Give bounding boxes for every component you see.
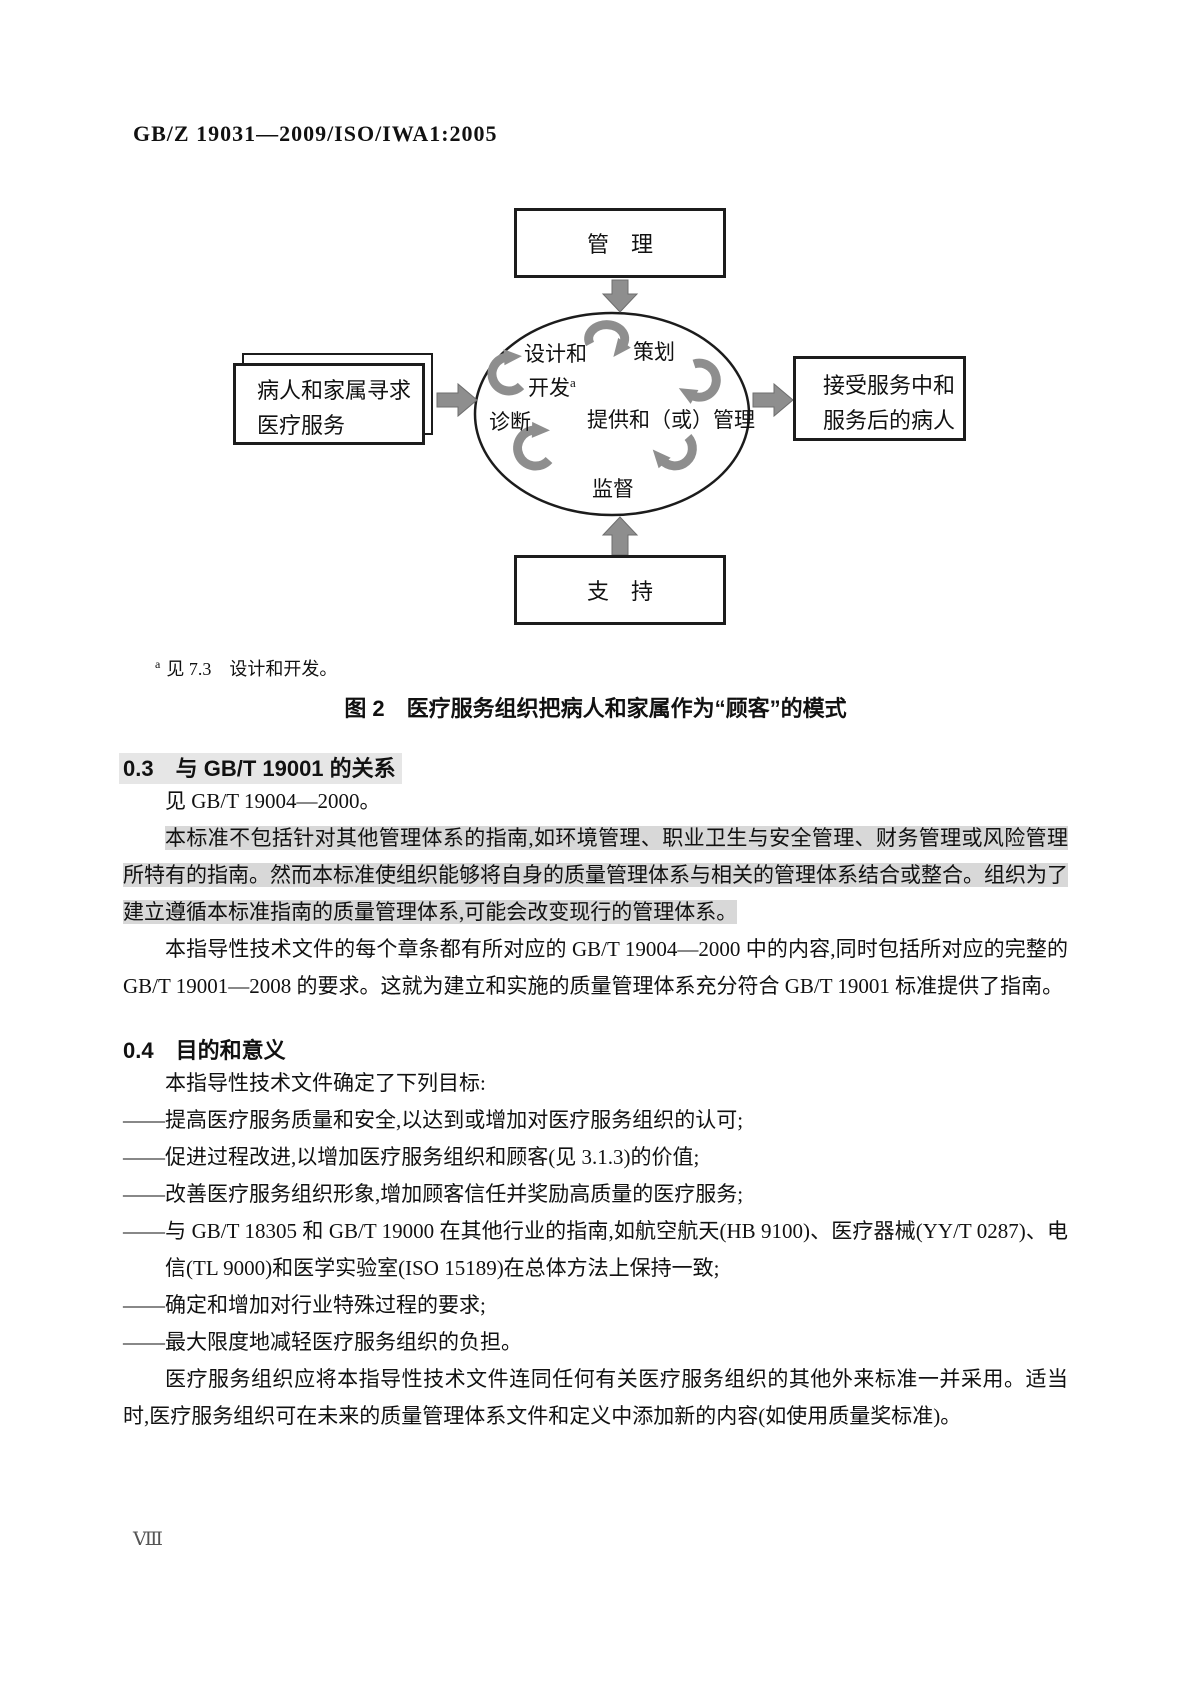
footnote-text: 见 7.3 设计和开发。 bbox=[166, 659, 338, 679]
process-ellipse bbox=[473, 311, 751, 517]
ellipse-label-diagnosis: 诊断 bbox=[489, 410, 531, 434]
patients-seeking-line2: 医疗服务 bbox=[257, 413, 346, 438]
arrow-right-patients-in-icon bbox=[436, 382, 478, 418]
ellipse-label-development: 开发a bbox=[528, 375, 576, 400]
section-0-3-paragraph-1: 见 GB/T 19004—2000。 bbox=[165, 789, 381, 813]
page-number: Ⅷ bbox=[133, 1529, 163, 1550]
cycle-arrow-top-icon bbox=[584, 320, 631, 358]
section-0-3-paragraph-3: 本指导性技术文件的每个章条都有所对应的 GB/T 19004—2000 中的内容… bbox=[123, 937, 1068, 998]
footnote-marker: a bbox=[155, 657, 161, 671]
objective-item: ——改善医疗服务组织形象,增加顾客信任并奖励高质量的医疗服务; bbox=[123, 1182, 744, 1206]
objective-item: ——最大限度地减轻医疗服务组织的负担。 bbox=[123, 1330, 522, 1354]
patients-seeking-box: 病人和家属寻求 医疗服务 bbox=[233, 363, 425, 445]
ellipse-label-design: 设计和 bbox=[524, 342, 587, 366]
figure-footnote: a 见 7.3 设计和开发。 bbox=[155, 652, 1068, 681]
objective-item: ——提高医疗服务质量和安全,以达到或增加对医疗服务组织的认可; bbox=[123, 1108, 744, 1132]
objective-item: ——确定和增加对行业特殊过程的要求; bbox=[123, 1293, 486, 1317]
arrow-up-support-icon bbox=[601, 516, 639, 556]
objectives-list: ——提高医疗服务质量和安全,以达到或增加对医疗服务组织的认可; ——促进过程改进… bbox=[123, 1102, 1068, 1361]
ellipse-label-supervision: 监督 bbox=[592, 477, 634, 501]
section-0-3-title: 与 GB/T 19001 的关系 bbox=[175, 756, 396, 781]
patients-receiving-line1: 接受服务中和 bbox=[823, 373, 956, 398]
management-box: 管 理 bbox=[514, 208, 726, 278]
section-0-3-number: 0.3 bbox=[123, 756, 154, 781]
support-box: 支 持 bbox=[514, 555, 726, 625]
arrow-right-patients-out-icon bbox=[752, 382, 794, 418]
design-dev-footnote-ref: a bbox=[570, 375, 576, 390]
patients-receiving-box: 接受服务中和 服务后的病人 bbox=[793, 356, 966, 441]
objective-item: ——与 GB/T 18305 和 GB/T 19000 在其他行业的指南,如航空… bbox=[123, 1219, 1068, 1280]
arrow-down-management-icon bbox=[601, 279, 639, 313]
section-0-4-title: 目的和意义 bbox=[175, 1038, 286, 1063]
section-0-4-number: 0.4 bbox=[123, 1038, 154, 1063]
section-0-3-heading-highlight: 0.3 与 GB/T 19001 的关系 bbox=[119, 753, 402, 784]
ellipse-label-provide-manage: 提供和（或）管理 bbox=[587, 408, 755, 432]
cycle-arrow-right-lower-icon bbox=[652, 434, 697, 471]
figure-caption: 图 2 医疗服务组织把病人和家属作为“顾客”的模式 bbox=[344, 696, 847, 721]
highlighted-text: 本标准不包括针对其他管理体系的指南,如环境管理、职业卫生与安全管理、财务管理或风… bbox=[123, 826, 1068, 924]
cycle-arrow-left-lower-icon bbox=[513, 421, 553, 471]
objective-item: ——促进过程改进,以增加医疗服务组织和顾客(见 3.1.3)的价值; bbox=[123, 1145, 700, 1169]
management-box-label: 管 理 bbox=[586, 232, 653, 257]
ellipse-label-planning: 策划 bbox=[633, 340, 675, 364]
cycle-arrow-right-upper-icon bbox=[678, 358, 721, 404]
section-0-4-closing: 医疗服务组织应将本指导性技术文件连同任何有关医疗服务组织的其他外来标准一并采用。… bbox=[123, 1367, 1068, 1428]
diagram-graphics bbox=[436, 279, 794, 556]
cycle-arrow-left-upper-icon bbox=[487, 349, 525, 396]
patients-receiving-line2: 服务后的病人 bbox=[823, 408, 956, 433]
section-0-3-paragraph-2: 本标准不包括针对其他管理体系的指南,如环境管理、职业卫生与安全管理、财务管理或风… bbox=[123, 820, 1068, 931]
figure-2-diagram: 管 理 病人和家属寻求 医疗服务 接受服务中和 服务后的病人 支 持 设计和 开… bbox=[0, 188, 1191, 638]
support-box-label: 支 持 bbox=[586, 579, 653, 604]
section-0-4-heading: 0.4 目的和意义 bbox=[123, 1033, 1068, 1065]
patients-seeking-line1: 病人和家属寻求 bbox=[257, 378, 412, 403]
standard-number-header: GB/Z 19031—2009/ISO/IWA1:2005 bbox=[133, 121, 498, 146]
section-0-3-heading: 0.3 与 GB/T 19001 的关系 bbox=[119, 751, 1068, 784]
section-0-4-intro: 本指导性技术文件确定了下列目标: bbox=[165, 1071, 486, 1095]
